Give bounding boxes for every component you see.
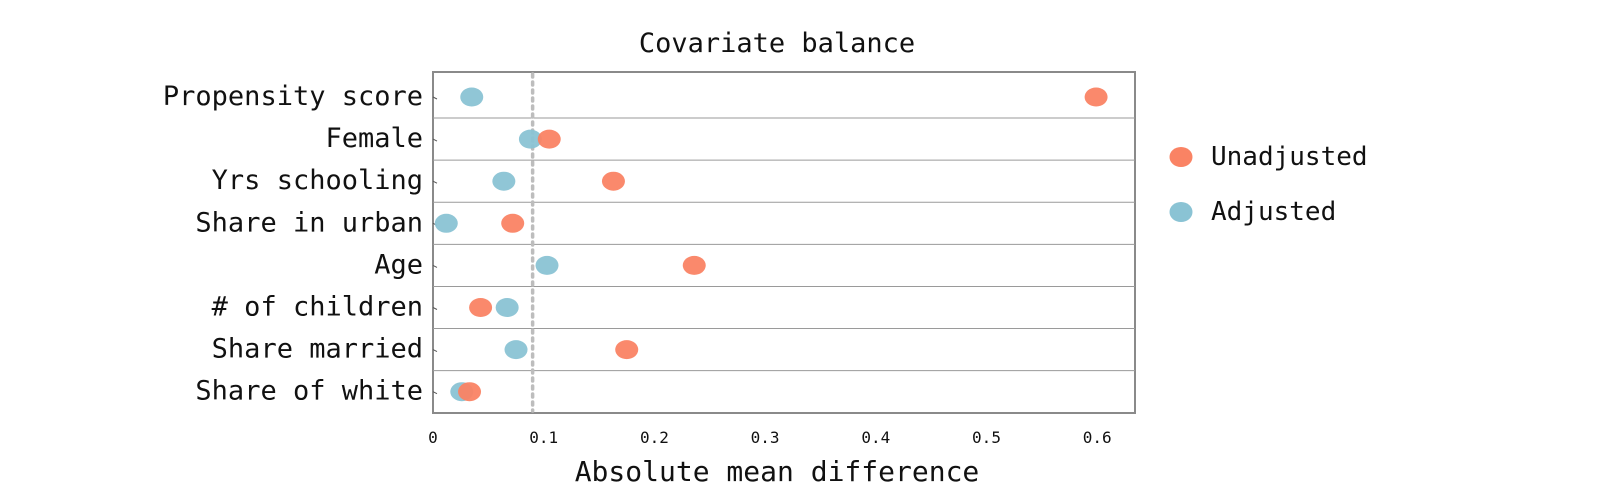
y-tick-mark xyxy=(432,391,438,395)
unadjusted-point xyxy=(501,213,525,233)
y-tick-mark xyxy=(432,138,438,142)
x-axis-label: Absolute mean difference xyxy=(575,455,980,488)
unadjusted-legend-marker xyxy=(1169,147,1193,167)
plot-frame xyxy=(432,71,1136,414)
data-points xyxy=(434,87,1108,402)
x-tick-label: 0.4 xyxy=(861,428,890,447)
y-tick-mark xyxy=(432,264,438,268)
adjusted-point xyxy=(492,171,516,191)
x-tick-label: 0.1 xyxy=(529,428,558,447)
unadjusted-point xyxy=(615,340,639,360)
x-tick-label: 0.6 xyxy=(1083,428,1112,447)
unadjusted-point xyxy=(601,171,625,191)
x-tick-label: 0.2 xyxy=(640,428,669,447)
adjusted-legend-marker xyxy=(1169,202,1193,222)
adjusted-point xyxy=(460,87,484,107)
adjusted-point xyxy=(495,298,519,317)
y-tick-mark xyxy=(432,307,438,310)
unadjusted-point xyxy=(537,129,561,149)
unadjusted-point xyxy=(1084,87,1108,107)
x-axis-ticks: 0 0.1 0.2 0.3 0.4 0.5 0.6 xyxy=(428,428,1111,447)
unadjusted-point xyxy=(682,255,706,275)
category-label: Propensity score xyxy=(163,81,423,112)
unadjusted-point xyxy=(469,298,493,317)
adjusted-legend-label: Adjusted xyxy=(1211,197,1336,227)
chart-title: Covariate balance xyxy=(639,28,915,59)
adjusted-point xyxy=(535,255,559,275)
category-label: Yrs schooling xyxy=(212,165,423,196)
y-tick-mark xyxy=(432,180,438,184)
category-label: Share of white xyxy=(195,376,423,407)
category-label: Age xyxy=(374,249,423,280)
y-tick-mark xyxy=(432,349,438,353)
category-label: Female xyxy=(325,123,423,154)
category-label: # of children xyxy=(212,292,423,323)
category-label: Share in urban xyxy=(195,207,423,238)
adjusted-point xyxy=(504,340,528,360)
x-tick-label: 0 xyxy=(428,428,438,447)
unadjusted-point xyxy=(458,382,482,402)
adjusted-point xyxy=(518,129,542,149)
unadjusted-legend-label: Unadjusted xyxy=(1211,142,1368,172)
row-separators xyxy=(433,117,1135,372)
adjusted-point xyxy=(434,213,458,233)
plot-border xyxy=(432,71,1136,414)
y-tick-mark xyxy=(432,96,438,100)
category-label: Share married xyxy=(212,334,423,365)
x-tick-label: 0.5 xyxy=(972,428,1001,447)
x-tick-label: 0.3 xyxy=(751,428,780,447)
